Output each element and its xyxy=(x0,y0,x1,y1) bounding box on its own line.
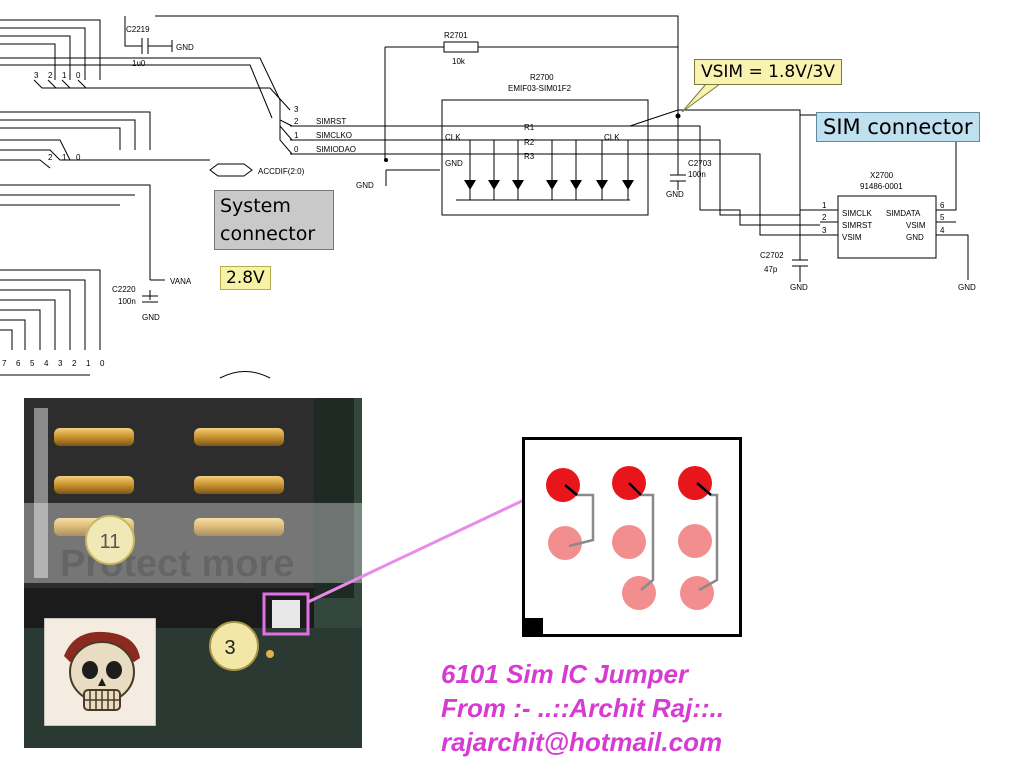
c2219-ref: C2219 xyxy=(126,25,150,34)
pcb-photo: Protect more 11 3 xyxy=(24,398,362,748)
sim-ic-jumper-diagram xyxy=(522,437,742,637)
pad-red-3 xyxy=(678,466,712,500)
bus-num-top-1: 2 xyxy=(48,71,53,80)
gnd-left-label: GND xyxy=(356,181,374,190)
x2700-ref: X2700 xyxy=(870,171,894,180)
x2700-part: 91486-0001 xyxy=(860,182,903,191)
caption-author: From :- ..::Archit Raj::.. xyxy=(441,693,725,723)
r2700-pin-gnd: GND xyxy=(445,159,463,168)
pad-pink-3 xyxy=(678,524,712,558)
x2700-gnd: GND xyxy=(958,283,976,292)
sim-connector-callout: SIM connector xyxy=(816,112,980,142)
signal-simclko: SIMCLKO xyxy=(316,131,352,140)
x2700-pin3-num: 3 xyxy=(822,226,827,235)
r2700-r3: R3 xyxy=(524,152,535,161)
r2700-part: EMIF03-SIM01F2 xyxy=(508,84,572,93)
r2700-ref: R2700 xyxy=(530,73,554,82)
badge-3: 3 xyxy=(224,637,235,659)
signal-num-3: 3 xyxy=(294,105,299,114)
c2219-value: 1u0 xyxy=(132,59,146,68)
vsim-callout: VSIM = 1.8V/3V xyxy=(694,59,842,85)
bus-num-mid-2: 0 xyxy=(76,153,81,162)
x2700-pin3-name: VSIM xyxy=(842,233,862,242)
r2700-r1: R1 xyxy=(524,123,535,132)
bus-num-mid-1: 1 xyxy=(62,153,67,162)
c2219-gnd: GND xyxy=(176,43,194,52)
system-connector-line2: connector xyxy=(220,223,316,245)
c2702-value: 47p xyxy=(764,265,778,274)
bus-num-bottom-4: 3 xyxy=(58,359,63,368)
bus-num-top-3: 0 xyxy=(76,71,81,80)
skull-icon xyxy=(44,618,156,726)
c2703-gnd: GND xyxy=(666,190,684,199)
c2220-ref: C2220 xyxy=(112,285,136,294)
pad-pink-5 xyxy=(680,576,714,610)
bus-num-top-2: 1 xyxy=(62,71,67,80)
x2700-pin1-num: 1 xyxy=(822,201,827,210)
x2700-pin5-num: 5 xyxy=(940,213,945,222)
r2700-r2: R2 xyxy=(524,138,535,147)
r2701-value: 10k xyxy=(452,57,466,66)
badge-11: 11 xyxy=(100,531,121,553)
c2220-value: 100n xyxy=(118,297,136,306)
signal-num-1: 1 xyxy=(294,131,299,140)
schematic: C2219 1u0 GND R2701 10k R2700 EMIF03-SIM… xyxy=(0,15,976,379)
x2700-pin6-name: SIMDATA xyxy=(886,209,921,218)
jumper-wires xyxy=(564,482,719,592)
pad-red-1 xyxy=(546,468,580,502)
highlight-link-line xyxy=(307,498,525,604)
pad-pink-1 xyxy=(548,526,582,560)
caption-email: rajarchit@hotmail.com xyxy=(441,727,723,757)
signal-simiodao: SIMIODAO xyxy=(316,145,356,154)
bus-num-mid-0: 2 xyxy=(48,153,53,162)
x2700-pin1-name: SIMCLK xyxy=(842,209,872,218)
signal-simrst: SIMRST xyxy=(316,117,346,126)
c2703-ref: C2703 xyxy=(688,159,712,168)
bus-num-top-0: 3 xyxy=(34,71,39,80)
c2702-gnd: GND xyxy=(790,283,808,292)
signal-num-2: 2 xyxy=(294,117,299,126)
r2700-pin-clk-right: CLK xyxy=(604,133,620,142)
vana-label: VANA xyxy=(170,277,192,286)
caption-title: 6101 Sim IC Jumper xyxy=(441,659,689,689)
bus-numbers-bottom: 7 6 5 4 3 2 1 0 xyxy=(2,359,105,368)
r2701-ref: R2701 xyxy=(444,31,468,40)
accdif-label: ACCDIF(2:0) xyxy=(258,167,305,176)
x2700-pin2-num: 2 xyxy=(822,213,827,222)
caption-block: 6101 Sim IC Jumper From :- ..::Archit Ra… xyxy=(441,657,724,759)
c2703-value: 100n xyxy=(688,170,706,179)
c2702-ref: C2702 xyxy=(760,251,784,260)
x2700-pin4-name: GND xyxy=(906,233,924,242)
bus-num-bottom-1: 6 xyxy=(16,359,21,368)
x2700-pin6-num: 6 xyxy=(940,201,945,210)
bus-num-bottom-0: 7 xyxy=(2,359,7,368)
system-connector-line1: System xyxy=(220,195,291,217)
bus-num-bottom-7: 0 xyxy=(100,359,105,368)
bus-num-bottom-6: 1 xyxy=(86,359,91,368)
voltage-2v8-callout: 2.8V xyxy=(220,266,271,290)
x2700-pin4-num: 4 xyxy=(940,226,945,235)
r2700-pin-clk-left: CLK xyxy=(445,133,461,142)
bus-num-bottom-2: 5 xyxy=(30,359,35,368)
system-connector-callout: System connector xyxy=(214,190,334,250)
pad-pink-2 xyxy=(612,525,646,559)
x2700-pin2-name: SIMRST xyxy=(842,221,872,230)
jumper-pads xyxy=(525,466,719,634)
x2700-pin5-name: VSIM xyxy=(906,221,926,230)
c2220-gnd: GND xyxy=(142,313,160,322)
signal-num-0: 0 xyxy=(294,145,299,154)
bus-num-bottom-3: 4 xyxy=(44,359,49,368)
bus-num-bottom-5: 2 xyxy=(72,359,77,368)
